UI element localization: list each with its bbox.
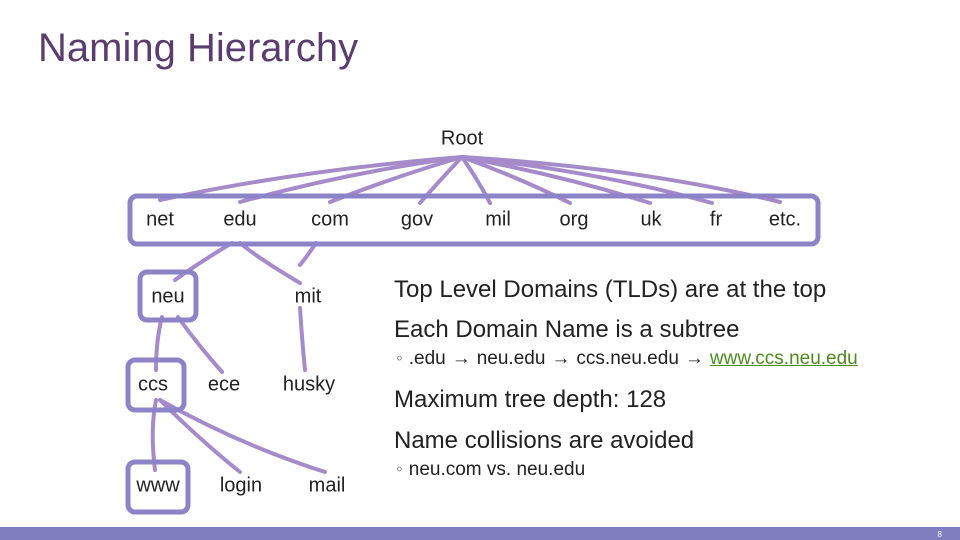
www-box: [125, 459, 191, 515]
node-mail: mail: [308, 474, 346, 497]
bullet-subtree: Each Domain Name is a subtree: [394, 316, 740, 343]
node-login: login: [219, 474, 263, 497]
node-tld-gov: gov: [400, 208, 434, 231]
collision-example: neu.com vs. neu.edu: [408, 459, 586, 480]
node-husky: husky: [282, 373, 336, 396]
tld-box: [127, 193, 821, 247]
sub-bullet-icon: ◦: [396, 459, 403, 480]
slide-title: Naming Hierarchy: [38, 26, 359, 70]
node-tld-mil: mil: [485, 208, 511, 231]
example-link[interactable]: www.ccs.neu.edu: [709, 348, 858, 369]
node-ccs: ccs: [138, 373, 168, 396]
footer-bar: 8: [0, 527, 960, 540]
node-mit: mit: [294, 285, 322, 308]
neu-box: [137, 269, 199, 323]
bullet-collisions: Name collisions are avoided: [394, 427, 695, 454]
ccs-box: [125, 357, 187, 413]
bullet-tlds: Top Level Domains (TLDs) are at the top: [394, 276, 827, 303]
node-ece: ece: [207, 373, 241, 396]
node-root: Root: [440, 127, 484, 150]
example-part-3: ccs.neu.edu: [576, 348, 679, 369]
sub-bullet-icon: ◦: [396, 348, 403, 369]
node-tld-org: org: [559, 208, 589, 231]
node-neu: neu: [151, 285, 185, 308]
subtree-edges: [150, 241, 327, 474]
node-tld-fr: fr: [709, 208, 723, 231]
node-tld-com: com: [311, 208, 349, 231]
arrow-icon: →: [551, 348, 571, 369]
bullet-depth: Maximum tree depth: 128: [394, 386, 667, 413]
page-number: 8: [937, 530, 942, 539]
bullet-collisions-example: ◦neu.com vs. neu.edu: [396, 459, 585, 481]
arrow-icon: →: [684, 348, 704, 369]
node-tld-edu: edu: [223, 208, 257, 231]
node-tld-uk: uk: [640, 208, 662, 231]
node-www: www: [136, 474, 180, 497]
node-tld-etc: etc.: [768, 208, 802, 231]
example-part-1: .edu: [408, 348, 446, 369]
bullet-subtree-example: ◦.edu→neu.edu→ccs.neu.edu→www.ccs.neu.ed…: [396, 348, 858, 370]
node-tld-net: net: [146, 208, 174, 231]
example-part-2: neu.edu: [476, 348, 546, 369]
arrow-icon: →: [451, 348, 471, 369]
